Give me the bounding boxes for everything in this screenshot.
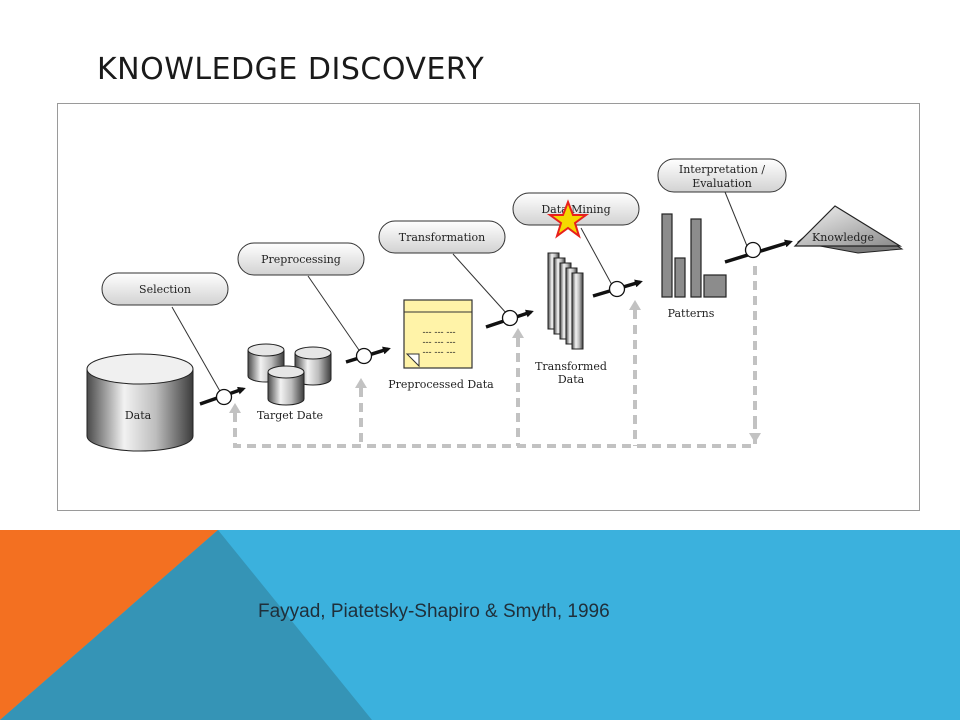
decorative-bottom-band: [0, 530, 960, 720]
diagram-frame: [57, 103, 920, 511]
patterns-bars-icon: [661, 213, 727, 298]
process-circle-data-mining: [608, 280, 626, 298]
pill-transformation: Transformation: [378, 220, 506, 254]
note-line-2: --- --- ---: [422, 338, 455, 348]
pill-data-mining: Data Mining: [512, 192, 640, 226]
preprocessed-data-icon: --- --- --- --- --- --- --- --- --- Prep…: [388, 299, 494, 391]
pill-interpretation: Interpretation / Evaluation: [657, 158, 787, 193]
artifact-label-patterns: Patterns: [668, 307, 715, 320]
step-label-preprocessing: Preprocessing: [261, 253, 341, 266]
note-line-3: --- --- ---: [422, 348, 455, 358]
step-label-data-mining: Data Mining: [541, 203, 610, 216]
step-label-interpretation-line1: Interpretation /: [679, 163, 766, 176]
process-circle-selection: [215, 388, 233, 406]
artifact-label-transformed-line1: Transformed: [535, 360, 607, 373]
process-circles: [215, 241, 762, 406]
artifact-label-preprocessed: Preprocessed Data: [388, 378, 494, 391]
knowledge-pyramid-icon: Knowledge: [793, 205, 904, 254]
step-label-transformation: Transformation: [399, 231, 485, 244]
process-circle-transformation: [501, 309, 519, 327]
artifact-label-transformed-line2: Data: [558, 373, 585, 386]
artifact-label-knowledge: Knowledge: [812, 231, 874, 244]
note-line-1: --- --- ---: [422, 328, 455, 338]
step-label-interpretation-line2: Evaluation: [692, 177, 752, 190]
data-cylinder-icon: Data: [86, 353, 194, 452]
artifact-label-data: Data: [125, 409, 152, 422]
step-label-selection: Selection: [139, 283, 191, 296]
target-data-icon: Target Date: [247, 343, 332, 422]
small-cylinder-front-icon: [267, 365, 305, 406]
process-circle-interpretation: [744, 241, 762, 259]
process-circle-preprocessing: [355, 347, 373, 365]
star-icon: [546, 199, 590, 239]
transformed-data-icon: [547, 252, 584, 350]
kdd-process-diagram: Selection Preprocessing Transformation D…: [57, 103, 920, 511]
pill-preprocessing: Preprocessing: [237, 242, 365, 276]
pill-selection: Selection: [101, 272, 229, 306]
artifact-label-target: Target Date: [257, 409, 323, 422]
citation: Fayyad, Piatetsky-Shapiro & Smyth, 1996: [258, 601, 610, 622]
slide-title: KNOWLEDGE DISCOVERY: [97, 52, 485, 87]
connector-lines: [171, 191, 748, 394]
feedback-arrowheads: [229, 300, 761, 443]
teal-triangle: [0, 530, 372, 720]
